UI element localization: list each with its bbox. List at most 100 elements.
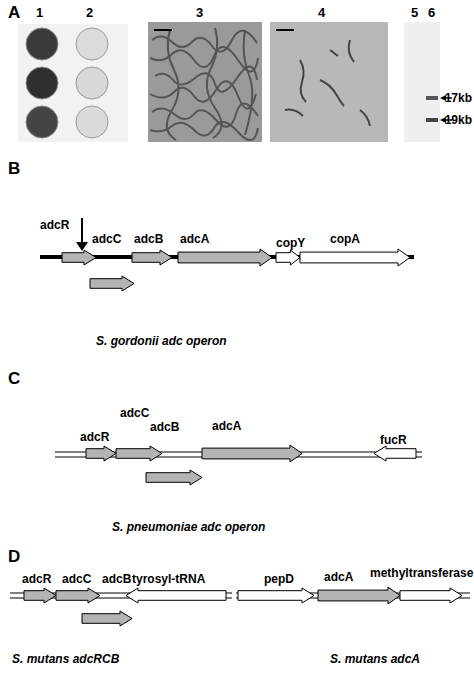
gene-arrow-outline: [146, 470, 202, 485]
gene-arrow-outline: [202, 445, 302, 462]
planktonic-micrograph: [270, 22, 388, 142]
gene-name: adcB: [102, 572, 131, 586]
gene-arrow: adcC: [56, 588, 100, 603]
gene-arrow: copY: [276, 250, 300, 265]
band-size: 17kb: [445, 91, 472, 105]
gene-name: adcA: [180, 232, 209, 246]
gene-arrow: adcA: [178, 249, 272, 266]
gene-arrow-outline: [132, 250, 172, 265]
gene-arrow: adcB: [132, 250, 172, 265]
operon-caption: S. pneumoniae adc operon: [112, 520, 265, 534]
scale-bar: [276, 29, 294, 31]
gene-arrow: adcB: [82, 611, 132, 626]
gene-arrow-shape: [238, 588, 314, 603]
biofilm-cells: [150, 28, 258, 140]
gene-arrow-shape: [56, 588, 100, 603]
blot-band: [426, 118, 438, 122]
panel-letter: D: [8, 548, 20, 566]
gene-arrow: adcA: [318, 587, 400, 604]
operon-caption: S. mutans adcA: [330, 652, 420, 666]
gene-arrow-shape: [318, 587, 400, 604]
gene-arrow-shape: [276, 250, 300, 265]
gene-arrow-outline: [90, 276, 134, 291]
gene-name: copA: [330, 232, 360, 246]
gene-arrow: adcB: [146, 470, 202, 485]
panel-letter: C: [8, 370, 20, 388]
gene-arrow: fucR: [374, 446, 416, 461]
clear-well: [76, 28, 108, 60]
gene-arrow-outline: [178, 249, 272, 266]
well-plate: [18, 24, 128, 142]
lane-number: 6: [428, 6, 435, 20]
biofilm-micrograph: [148, 22, 262, 142]
gene-arrow-shape: [126, 588, 226, 603]
gene-arrow-shape: [90, 276, 134, 291]
gene-arrow: pepD: [238, 588, 314, 603]
gene-arrow: adcR: [24, 588, 56, 603]
clear-well: [76, 67, 108, 99]
gene-name: adcR: [80, 430, 109, 444]
gene-name: copY: [276, 236, 305, 250]
gene-name: methyltransferase: [370, 566, 473, 580]
lane-number: 5: [411, 6, 418, 20]
gene-arrow: adcC: [90, 276, 134, 291]
clear-well: [76, 106, 108, 138]
gene-name: adcA: [212, 419, 241, 433]
stained-well: [26, 67, 58, 99]
gene-name: adcA: [324, 570, 353, 584]
gene-name: adcR: [40, 218, 69, 232]
gene-arrow: adcA: [202, 445, 302, 462]
gene-arrow: methyltransferase: [400, 588, 462, 603]
scale-bar: [154, 29, 172, 31]
gene-arrow-outline: [400, 588, 462, 603]
panel-letter: A: [8, 4, 20, 22]
insertion-marker: [81, 218, 83, 244]
panel-letter: B: [8, 160, 20, 178]
gene-name: tyrosyl-tRNA: [132, 572, 205, 586]
gene-arrow-outline: [238, 588, 314, 603]
operon-caption: S. mutans adcRCB: [12, 652, 119, 666]
gene-name: pepD: [264, 572, 294, 586]
southern-blot: [404, 22, 440, 142]
gene-arrow-shape: [300, 249, 410, 266]
gene-arrow-outline: [56, 588, 100, 603]
gene-arrow-shape: [178, 249, 272, 266]
gene-arrow-outline: [126, 588, 226, 603]
band-size: 19kb: [445, 113, 472, 127]
gene-name: adcB: [150, 420, 179, 434]
gene-arrow-shape: [400, 588, 462, 603]
lane-number: 3: [196, 6, 203, 20]
gene-arrow-outline: [276, 250, 300, 265]
lane-number: 4: [318, 6, 325, 20]
gene-arrow: adcR: [62, 250, 96, 265]
gene-arrow-shape: [82, 611, 132, 626]
gene-arrow-shape: [374, 446, 416, 461]
gene-arrow-outline: [62, 250, 96, 265]
gene-arrow-shape: [202, 445, 302, 462]
gene-arrow-outline: [116, 446, 162, 461]
lane-number: 2: [86, 6, 93, 20]
insertion-marker-head: [76, 242, 88, 251]
gene-arrow-shape: [132, 250, 172, 265]
gene-arrow-shape: [62, 250, 96, 265]
cell-chains: [285, 40, 370, 126]
gene-name: adcR: [22, 572, 51, 586]
gene-arrow-shape: [24, 588, 56, 603]
gene-arrow-outline: [318, 587, 400, 604]
blot-band: [426, 96, 438, 100]
gene-arrow: adcC: [116, 446, 162, 461]
gene-name: adcC: [120, 406, 149, 420]
gene-arrow: tyrosyl-tRNA: [126, 588, 226, 603]
gene-name: adcC: [62, 572, 91, 586]
gene-arrow-outline: [82, 611, 132, 626]
gene-arrow-shape: [116, 446, 162, 461]
gene-arrow-outline: [300, 249, 410, 266]
gene-arrow-outline: [374, 446, 416, 461]
gene-arrow: copA: [300, 249, 410, 266]
gene-arrow-outline: [24, 588, 56, 603]
operon-caption: S. gordonii adc operon: [96, 334, 227, 348]
gene-arrow: adcR: [86, 446, 116, 461]
gene-name: adcC: [92, 232, 121, 246]
gene-name: fucR: [380, 433, 407, 447]
